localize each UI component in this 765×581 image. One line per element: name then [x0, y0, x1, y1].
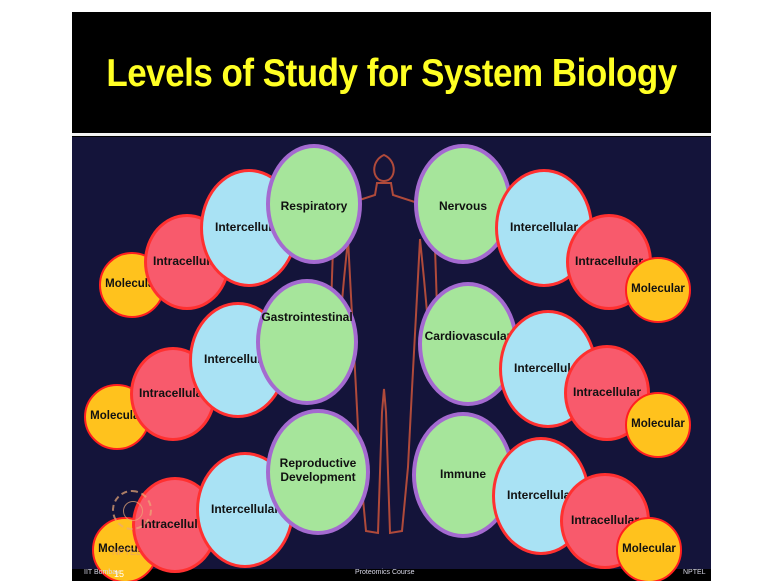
intercellular-label: Intercellular	[513, 361, 583, 376]
immune-label: Immune	[439, 467, 486, 481]
reproductive-development-label: Reproductive Development	[270, 456, 366, 485]
molecular-circle: Molecular	[616, 517, 682, 581]
molecular-circle: Molecular	[84, 384, 150, 450]
intercellular-label: Intercellular	[506, 488, 576, 503]
footer-course: Proteomics Course	[355, 569, 415, 576]
slide-title: Levels of Study for System Biology	[106, 52, 677, 95]
intracellular-circle: Intracellular	[564, 345, 650, 441]
intracellular-label: Intracellular	[574, 254, 644, 269]
footer-nptel: NPTEL	[683, 569, 706, 576]
slide-footer: IIT Bombay 15 Proteomics Course NPTEL	[72, 569, 711, 581]
gastrointestinal-system-circle: Gastrointestinal	[256, 279, 358, 405]
intercellular-label: Intercellular	[509, 220, 579, 235]
molecular-label: Molecular	[90, 410, 144, 423]
intracellular-label: Intracellular	[570, 513, 640, 528]
footer-slide-number: 15	[114, 569, 125, 579]
intracellular-label: Intracellular	[140, 517, 210, 532]
logo-ring	[123, 501, 143, 521]
cardiovascular-label: Cardiovascular	[424, 329, 512, 343]
reproductive-label-line2: Development	[280, 469, 356, 484]
molecular-label: Molecular	[631, 283, 685, 296]
molecular-label: Molecular	[622, 543, 676, 556]
title-divider	[72, 133, 711, 136]
watermark-text: NPTEL	[112, 547, 142, 557]
nervous-system-circle: Nervous	[414, 144, 512, 264]
intracellular-label: Intracellular	[572, 385, 642, 400]
slide: Levels of Study for System Biology Molec…	[72, 12, 711, 581]
molecular-circle: Molecular	[625, 392, 691, 458]
gastrointestinal-label: Gastrointestinal	[261, 310, 353, 324]
respiratory-label: Respiratory	[280, 199, 348, 213]
molecular-label: Molecular	[631, 418, 685, 431]
intercellular-label: Intercellular	[210, 502, 280, 517]
intracellular-label: Intracellular	[138, 386, 208, 401]
intercellular-label: Intercellular	[214, 220, 284, 235]
intracellular-label: Intracellular	[152, 254, 222, 269]
respiratory-system-circle: Respiratory	[266, 144, 362, 264]
nervous-label: Nervous	[438, 199, 488, 213]
nptel-watermark-logo	[112, 490, 152, 530]
intercellular-label: Intercellular	[203, 352, 273, 367]
figure-panel: Molecular Intracellular Intercellular Re…	[72, 137, 711, 581]
footer-institution: IIT Bombay	[84, 569, 120, 576]
reproductive-development-system-circle: Reproductive Development	[266, 409, 370, 535]
molecular-label: Molecular	[105, 278, 159, 291]
molecular-circle: Molecular	[625, 257, 691, 323]
reproductive-label-line1: Reproductive	[279, 456, 357, 470]
